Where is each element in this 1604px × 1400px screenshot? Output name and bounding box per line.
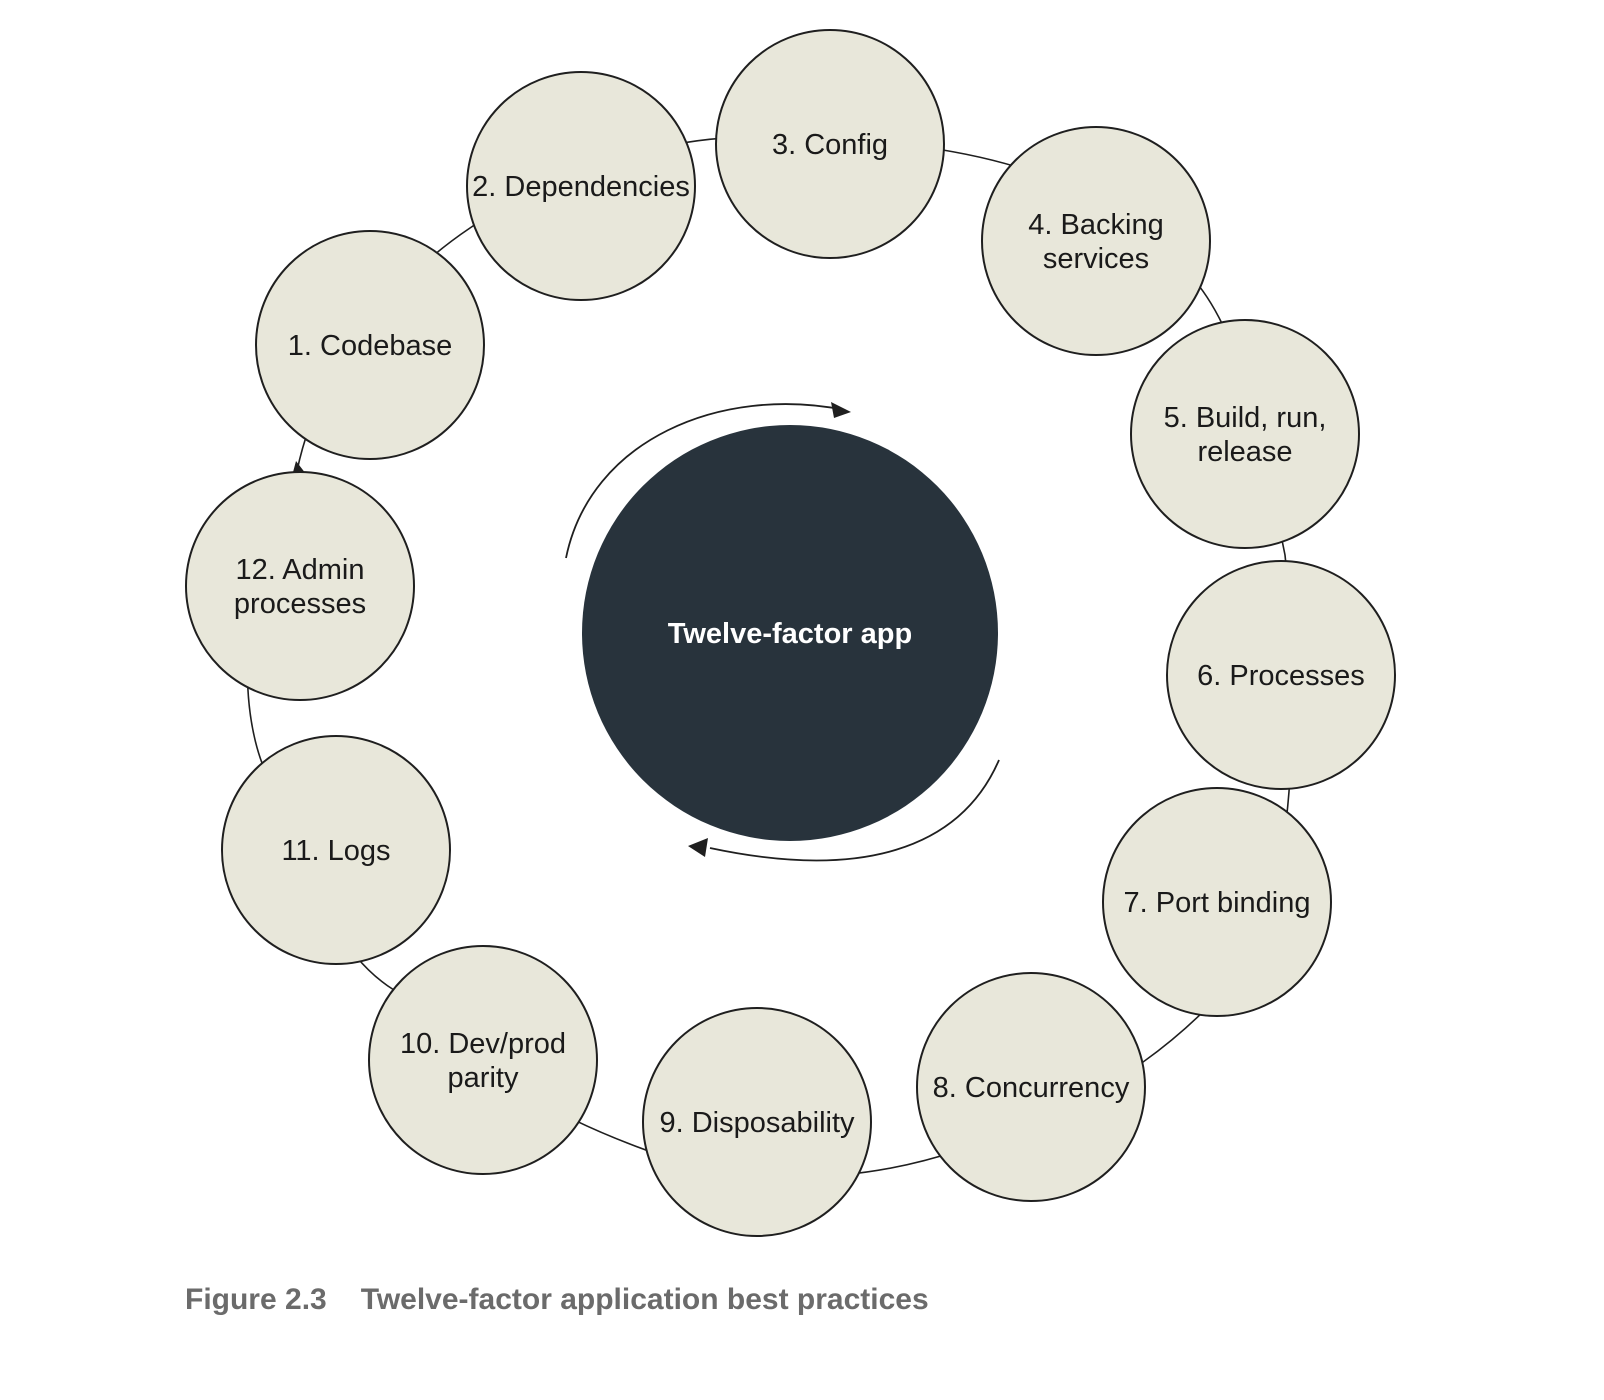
factor-node: 11. Logs bbox=[221, 735, 451, 965]
center-circle bbox=[582, 425, 998, 841]
figure-caption: Figure 2.3 Twelve-factor application best… bbox=[185, 1283, 929, 1317]
factor-node: 7. Port binding bbox=[1102, 787, 1332, 1017]
factor-label: release bbox=[1197, 436, 1292, 468]
cycle-arrow-bottom-icon bbox=[688, 838, 708, 857]
factor-label: 11. Logs bbox=[281, 835, 390, 867]
factor-label: 3. Config bbox=[772, 129, 888, 161]
factor-node: 6. Processes bbox=[1166, 560, 1396, 790]
figure-number: Figure 2.3 bbox=[185, 1283, 327, 1316]
factor-node: 1. Codebase bbox=[255, 230, 485, 460]
figure-caption-text: Twelve-factor application best practices bbox=[360, 1283, 929, 1316]
factor-circle bbox=[221, 735, 451, 965]
factor-label: 7. Port binding bbox=[1123, 887, 1310, 919]
factor-circle bbox=[466, 71, 696, 301]
factor-label: 12. Admin bbox=[236, 554, 365, 586]
factor-label: 10. Dev/prod bbox=[400, 1028, 566, 1060]
factor-circle bbox=[642, 1007, 872, 1237]
factor-label: 8. Concurrency bbox=[933, 1072, 1130, 1104]
factor-circle bbox=[1166, 560, 1396, 790]
factor-node: 2. Dependencies bbox=[466, 71, 696, 301]
factor-label: 1. Codebase bbox=[288, 330, 452, 362]
center-group: Twelve-factor app bbox=[565, 402, 1000, 862]
factor-label: parity bbox=[448, 1062, 519, 1094]
factor-circle bbox=[185, 471, 415, 701]
center-label: Twelve-factor app bbox=[668, 618, 912, 650]
factor-label: 2. Dependencies bbox=[472, 171, 690, 203]
cycle-arc-top bbox=[565, 403, 846, 559]
factor-circle bbox=[1102, 787, 1332, 1017]
factor-circle bbox=[368, 945, 598, 1175]
factor-node: 5. Build, run,release bbox=[1130, 319, 1360, 549]
cycle-arc-bottom bbox=[709, 759, 1000, 862]
factor-label: 4. Backing bbox=[1028, 209, 1163, 241]
factor-node: 9. Disposability bbox=[642, 1007, 872, 1237]
factor-circles: 1. Codebase 2. Dependencies 3. Config 4. Ba… bbox=[185, 29, 1396, 1237]
factor-label: 9. Disposability bbox=[659, 1107, 855, 1139]
factor-circle bbox=[715, 29, 945, 259]
factor-circle bbox=[1130, 319, 1360, 549]
factor-label: 5. Build, run, bbox=[1164, 402, 1327, 434]
factor-label: services bbox=[1043, 243, 1149, 275]
factor-circle bbox=[916, 972, 1146, 1202]
factor-label: 6. Processes bbox=[1197, 660, 1365, 692]
factor-circle bbox=[981, 126, 1211, 356]
factor-node: 8. Concurrency bbox=[916, 972, 1146, 1202]
cycle-arrow-top-icon bbox=[831, 402, 851, 418]
factor-label: processes bbox=[234, 588, 366, 620]
factor-circle bbox=[255, 230, 485, 460]
factor-node: 3. Config bbox=[715, 29, 945, 259]
